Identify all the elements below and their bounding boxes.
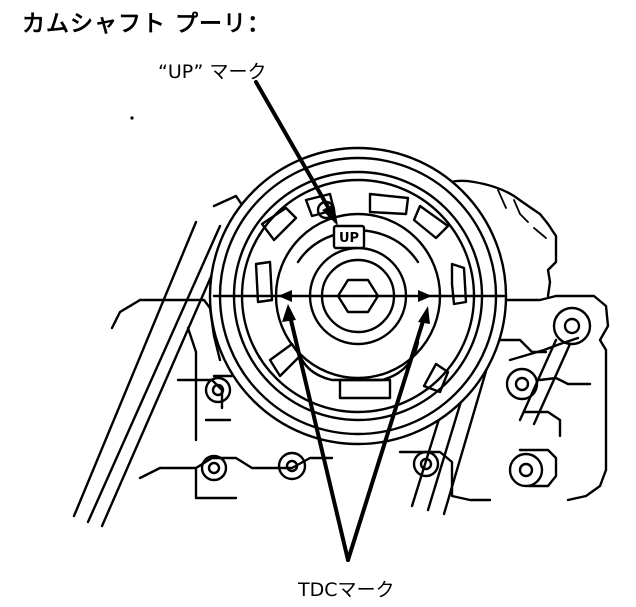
up-mark-box bbox=[332, 224, 366, 250]
up-mark-label: “UP” マーク bbox=[158, 61, 267, 83]
tdc-mark-right bbox=[418, 290, 432, 302]
tdc-mark-left bbox=[278, 290, 292, 302]
up-mark-text: UP bbox=[339, 231, 359, 246]
leader-lines bbox=[254, 80, 430, 562]
camshaft-pulley: UP bbox=[208, 146, 508, 446]
tdc-mark-label: TDCマーク bbox=[298, 579, 395, 601]
diagram-title: カムシャフト プーリ： bbox=[22, 11, 272, 37]
bolt-hex bbox=[336, 278, 380, 314]
